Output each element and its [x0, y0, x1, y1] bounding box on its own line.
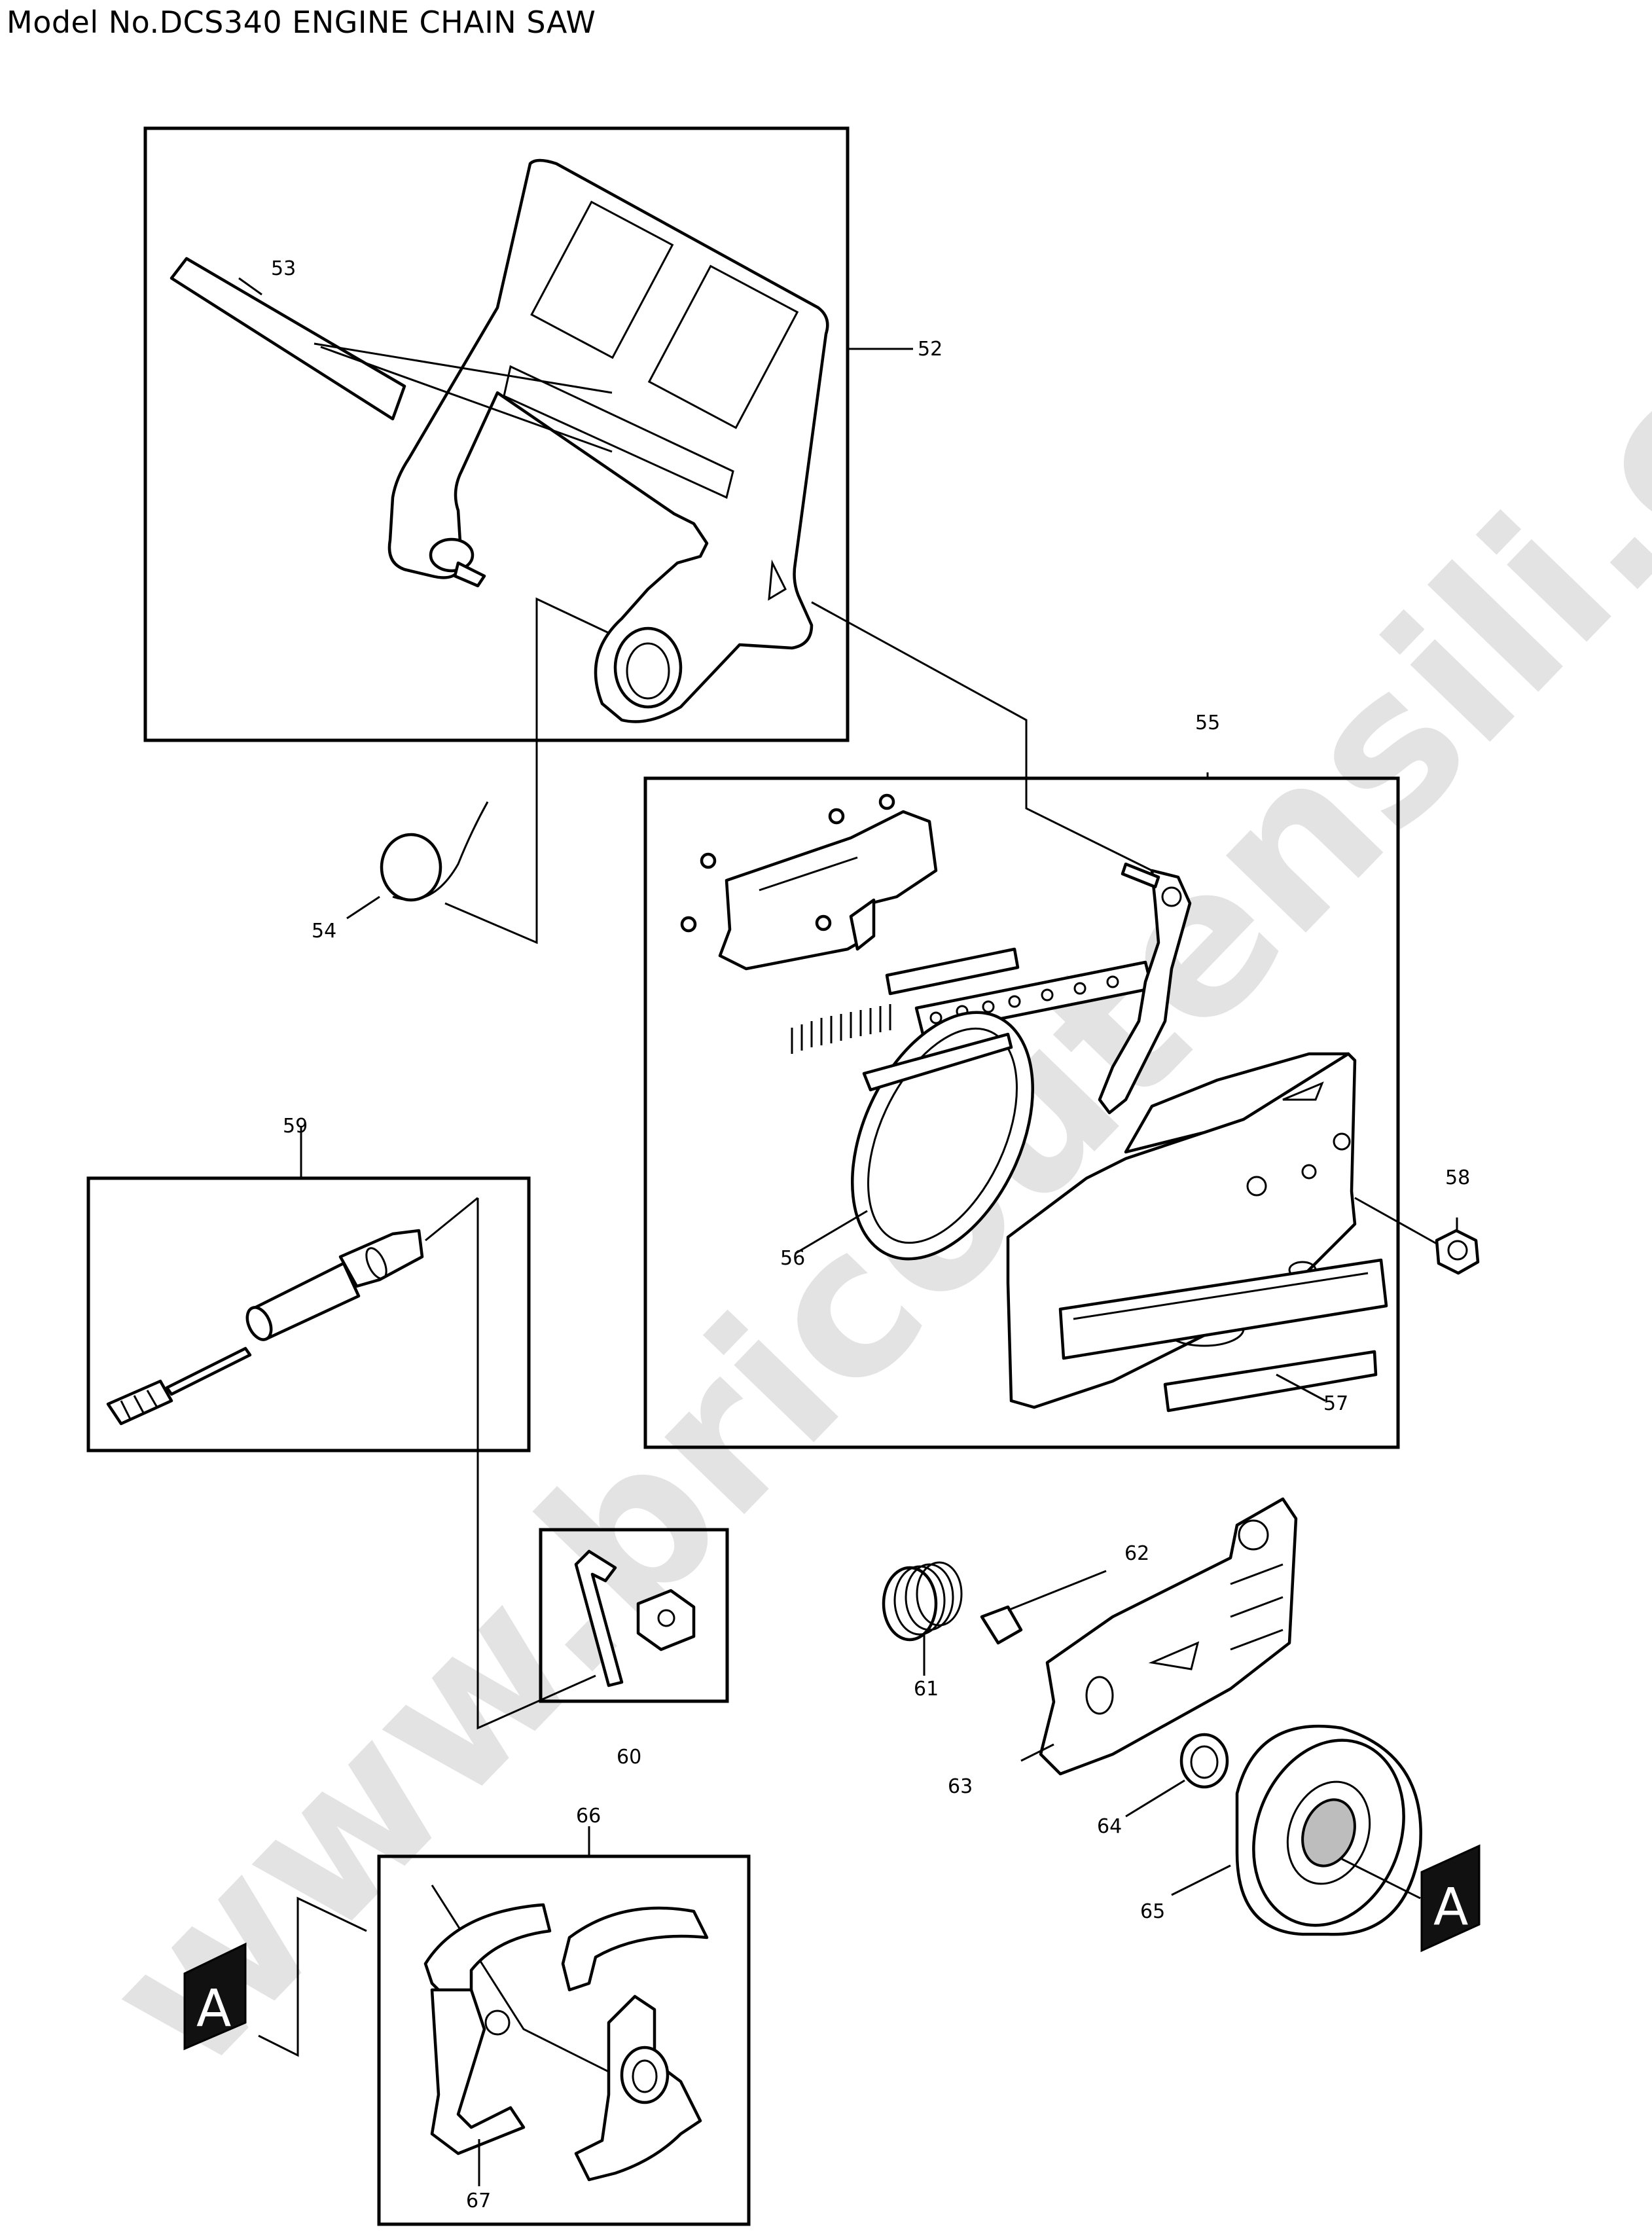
page-title: Model No.DCS340 ENGINE CHAIN SAW	[7, 5, 596, 40]
connection-marker-a-right: A	[1420, 1844, 1481, 1953]
brake-spring	[791, 1004, 891, 1054]
callout-53: 53	[271, 257, 296, 280]
connection-marker-label: A	[196, 1979, 231, 2038]
label-strip-part	[170, 257, 406, 421]
callout-62: 62	[1124, 1542, 1149, 1565]
oil-pump-adjuster-part	[106, 1229, 424, 1426]
callout-67: 67	[466, 2190, 491, 2212]
callout-65: 65	[1140, 1900, 1165, 1923]
callout-63: 63	[948, 1775, 973, 1798]
nut-part	[1435, 1229, 1480, 1275]
callout-57: 57	[1323, 1392, 1348, 1415]
callout-61: 61	[914, 1678, 939, 1701]
link-A-66	[258, 1896, 367, 2057]
callout-64: 64	[1097, 1815, 1122, 1838]
bar-plate-part	[1039, 1497, 1298, 1776]
callout-58: 58	[1445, 1166, 1470, 1189]
callout-66: 66	[576, 1805, 601, 1828]
connection-marker-a-left: A	[183, 1942, 247, 2051]
spring-clip-part	[380, 801, 489, 902]
clutch-shoes-part	[423, 1903, 709, 2182]
adjuster-plate-part	[980, 1605, 1023, 1645]
group-box-55	[643, 776, 1400, 1449]
group-box-60	[539, 1528, 729, 1703]
callout-60: 60	[617, 1746, 641, 1769]
callout-54: 54	[312, 920, 336, 943]
callout-52: 52	[918, 338, 943, 361]
washer-part	[1179, 1733, 1229, 1789]
chain-brake-assembly-part	[680, 793, 1388, 1413]
hand-guard-part	[387, 158, 829, 723]
hook-and-block-part	[574, 1549, 696, 1687]
link-59-60	[476, 1198, 596, 1730]
clutch-drum-part	[1235, 1724, 1422, 1936]
group-box-52	[143, 126, 850, 742]
callout-59: 59	[283, 1115, 308, 1138]
group-box-59	[86, 1176, 531, 1452]
callout-55: 55	[1195, 712, 1220, 734]
link-52-54	[444, 597, 655, 945]
coil-spring-part	[882, 1561, 963, 1642]
callout-56: 56	[780, 1247, 805, 1270]
connection-marker-label: A	[1433, 1878, 1468, 1937]
link-52-55	[811, 601, 1153, 872]
group-box-66	[377, 1854, 751, 2226]
